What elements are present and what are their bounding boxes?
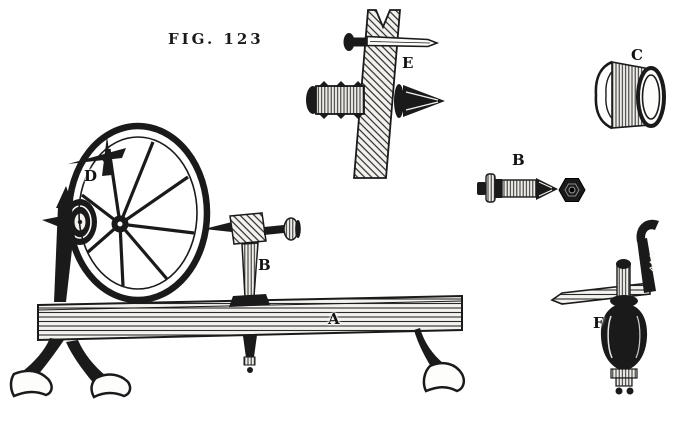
collar-part <box>594 60 666 130</box>
tailstock <box>204 212 301 373</box>
figure-caption: FIG. 123 <box>168 30 264 48</box>
top-pin <box>366 35 440 48</box>
label-collar-c: C <box>631 46 643 64</box>
label-bed-a: A <box>328 310 340 328</box>
clamp-horn <box>636 219 659 243</box>
label-clamp-f: F <box>593 314 604 332</box>
screw-body <box>315 85 365 115</box>
washer <box>394 84 404 118</box>
label-flywheel-d: D <box>84 167 98 185</box>
hex-nut <box>558 178 586 202</box>
tailstock-foot <box>229 294 270 307</box>
lathe-bed <box>9 294 466 399</box>
tailstock-block <box>229 212 267 245</box>
left-leg-2 <box>66 340 106 386</box>
screw-center-assembly <box>306 9 445 179</box>
support-bar <box>353 9 401 179</box>
clamp-neck <box>616 263 631 301</box>
label-tailstock-b: B <box>258 256 271 274</box>
flywheel-headstock <box>42 122 211 304</box>
clamp-body <box>600 303 648 371</box>
crank-knob <box>102 153 112 163</box>
top-bolt-head <box>343 33 355 51</box>
right-foot <box>422 362 466 393</box>
spindle-point <box>42 216 62 228</box>
flywheel-rim <box>65 122 211 304</box>
left-foot <box>9 369 53 398</box>
cone-point <box>403 85 445 117</box>
clamp-part <box>550 219 659 395</box>
tailstock-stem <box>241 242 259 298</box>
label-spindle-b: B <box>512 151 525 169</box>
spindle-part <box>477 173 558 203</box>
spindle-collar <box>485 173 496 203</box>
label-screw-center-e: E <box>402 54 414 72</box>
spindle-thread <box>536 178 558 200</box>
crank-blade <box>68 148 126 164</box>
clamp-knurl-2 <box>615 377 633 387</box>
clamp-arm <box>637 238 656 293</box>
tailstock-spike <box>204 222 232 232</box>
spindle-body <box>501 179 537 198</box>
thumbscrew-shank <box>264 225 284 235</box>
spindle-knob <box>477 182 486 195</box>
left-foot-2 <box>90 373 132 399</box>
clamp-shoulder <box>610 295 638 307</box>
right-leg <box>414 328 444 374</box>
clamp-knurl-1 <box>610 368 638 379</box>
flywheel-spokes <box>81 141 195 287</box>
tailstock-clamp <box>243 335 257 358</box>
